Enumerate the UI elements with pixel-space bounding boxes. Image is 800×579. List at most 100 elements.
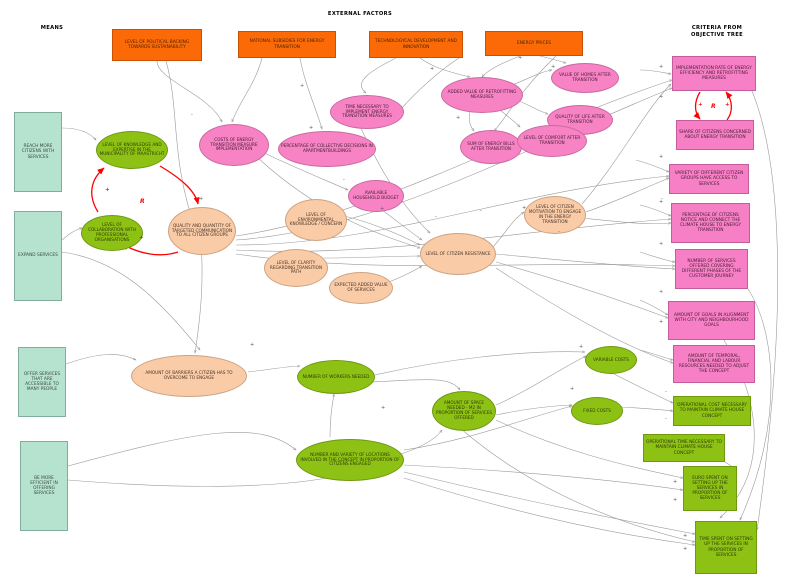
node-subsidies[interactable]: NATIONAL SUBSIDIES FOR ENERGY TRANSITION	[238, 31, 336, 58]
node-label: REACH MORE CITIZENS WITH SERVICES	[21, 144, 55, 160]
node-reachmore[interactable]: REACH MORE CITIZENS WITH SERVICES	[14, 112, 62, 192]
node-label: EXPAND SERVICES	[18, 253, 58, 259]
polarity-sign: +	[683, 546, 688, 552]
node-optime[interactable]: OPERATIONAL TIME NECESSARY TO MAINTAIN C…	[643, 434, 725, 462]
node-quality[interactable]: QUALITY AND QUANTITY OF TARGETED COMMUNI…	[168, 207, 236, 255]
node-label: IMPLEMENTATION RATE OF ENERGY EFFICIENCY…	[676, 65, 752, 82]
node-label: EXPECTED ADDED VALUE OF SERVICES	[334, 282, 388, 292]
node-sumenergy[interactable]: SUM OF ENERGY BILLS AFTER TRANSITION	[460, 130, 522, 164]
polarity-sign: -	[665, 416, 667, 422]
polarity-sign: +	[659, 319, 664, 325]
node-percnotice[interactable]: PERCENTAGE OF CITIZENS NOTICE AND CONNEC…	[671, 203, 750, 243]
node-label: NUMBER OF SERVICES OFFERED COVERING DIFF…	[681, 258, 742, 280]
node-label: LEVEL OF POLITICAL BACKING TOWARDS SUSTA…	[124, 39, 190, 50]
node-label: TECHNOLOGYCAL DEVELOPMENT AND INNOVATION	[375, 39, 457, 50]
node-label: FIXED COSTS	[583, 407, 611, 413]
node-label: AVAILABLE HOUSEHOLD BUDGET	[353, 190, 399, 200]
node-label: AMOUNT OF SPACE NEEDED - M2 IN PROPORTIO…	[435, 400, 493, 420]
node-label: LEVEL OF KNOWLEDGE AND EXPERTISE IN THE …	[99, 141, 165, 157]
node-valuehomes[interactable]: VALUE OF HOMES AFTER TRANSITION	[551, 63, 619, 93]
loop-marker-main: R	[140, 198, 145, 205]
node-collaboration[interactable]: LEVEL OF COLLABORATION WITH PROFESSIONAL…	[81, 215, 143, 251]
node-political[interactable]: LEVEL OF POLITICAL BACKING TOWARDS SUSTA…	[112, 29, 202, 61]
node-clarity[interactable]: LEVEL OF CLARITY REGARDING TRANSITION PA…	[264, 249, 328, 287]
node-label: LEVEL OF COLLABORATION WITH PROFESSIONAL…	[88, 222, 136, 242]
polarity-sign: +	[250, 342, 255, 348]
node-label: EURO SPENT ON SETTING UP THE SERVICES IN…	[692, 475, 728, 502]
node-variablecosts[interactable]: VARIABLE COSTS	[585, 346, 637, 374]
node-opcost[interactable]: OPERATIONAL COST NECESSARY TO MAINTAIN C…	[673, 396, 751, 426]
node-temporal[interactable]: AMOUNT OF TEMPORAL, FINANCIAL AND LABOUR…	[673, 345, 755, 383]
node-implrate[interactable]: IMPLEMENTATION RATE OF ENERGY EFFICIENCY…	[672, 56, 756, 91]
node-label: NUMBER AND VARIETY OF LOCATIONS INVOLVED…	[300, 451, 400, 467]
node-sharecitizens[interactable]: SHARE OF CITIZENS CONCERNED ABOUT ENERGY…	[676, 120, 754, 150]
polarity-sign: +	[300, 83, 305, 89]
node-label: SUM OF ENERGY BILLS AFTER TRANSITION	[467, 141, 515, 151]
node-label: ENERGY PRICES	[516, 40, 552, 46]
polarity-sign: -	[191, 112, 193, 118]
polarity-sign: +	[659, 199, 664, 205]
node-expand[interactable]: EXPAND SERVICES	[14, 211, 62, 301]
polarity-sign: +	[380, 206, 385, 212]
node-label: PERCENTAGE OF COLLECTIVE DECISIONS IN AP…	[281, 143, 373, 153]
node-label: ADDED VALUE OF RETROFITTING MEASURES	[447, 89, 517, 99]
node-numservices[interactable]: NUMBER OF SERVICES OFFERED COVERING DIFF…	[675, 249, 748, 289]
node-label: LEVEL OF COMFORT AFTER TRANSITION	[523, 135, 581, 145]
node-eurospent[interactable]: EURO SPENT ON SETTING UP THE SERVICES IN…	[683, 466, 737, 511]
node-label: NATIONAL SUBSIDIES FOR ENERGY TRANSITION	[249, 39, 325, 50]
node-costsenergy[interactable]: COSTS OF ENERGY TRANSITION MEASURE IMPLE…	[199, 124, 269, 166]
node-label: TIME SPENT ON SETTING UP THE SERVICES IN…	[699, 537, 753, 558]
section-title-external-factors: EXTERNAL FACTORS	[327, 11, 393, 17]
polarity-sign: +	[659, 94, 664, 100]
polarity-sign: +	[522, 205, 527, 211]
node-timespent[interactable]: TIME SPENT ON SETTING UP THE SERVICES IN…	[695, 521, 757, 574]
node-label: PERCENTAGE OF CITIZENS NOTICE AND CONNEC…	[680, 212, 741, 234]
node-resistance[interactable]: LEVEL OF CITIZEN RESISTANCE	[420, 233, 496, 275]
node-locations[interactable]: NUMBER AND VARIETY OF LOCATIONS INVOLVED…	[296, 439, 404, 481]
polarity-sign: -	[343, 177, 345, 183]
node-label: AMOUNT OF BARRIERS A CITIZEN HAS TO OVER…	[145, 370, 233, 380]
node-perccollective[interactable]: PERCENTAGE OF COLLECTIVE DECISIONS IN AP…	[278, 131, 376, 167]
node-expectedadded[interactable]: EXPECTED ADDED VALUE OF SERVICES	[329, 272, 393, 304]
polarity-sign: +	[551, 64, 556, 70]
node-label: NUMBER OF WORKERS NEEDED	[302, 373, 370, 379]
polarity-sign: +	[698, 102, 703, 108]
node-motivation[interactable]: LEVEL OF CITIZEN MOTIVATION TO ENGAGE IN…	[524, 196, 586, 234]
section-title-criteria: CRITERIA FROM OBJECTIVE TREE	[691, 25, 743, 38]
polarity-sign: +	[683, 533, 688, 539]
node-label: VALUE OF HOMES AFTER TRANSITION	[559, 72, 611, 82]
node-label: AMOUNT OF GOALS IN ALIGNMENT WITH CITY A…	[674, 312, 749, 329]
polarity-sign: -	[558, 229, 560, 235]
node-label: BE MORE EFFICIENT IN OFFERING SERVICES	[30, 475, 58, 497]
polarity-sign: +	[579, 344, 584, 350]
node-addedvalue[interactable]: ADDED VALUE OF RETROFITTING MEASURES	[441, 77, 523, 113]
node-label: LEVEL OF ENVIRONMENTAL KNOWLEDGE / CONCE…	[289, 211, 343, 227]
node-envknowledge[interactable]: LEVEL OF ENVIRONMENTAL KNOWLEDGE / CONCE…	[285, 199, 347, 241]
node-comfort[interactable]: LEVEL OF COMFORT AFTER TRANSITION	[517, 125, 587, 157]
node-label: TIME NECESSARY TO IMPLEMENT ENERGY TRANS…	[342, 103, 392, 119]
polarity-sign: +	[430, 66, 435, 72]
node-offer[interactable]: OFFER SERVICES THAT ARE ACCESSIBLE TO MA…	[18, 347, 66, 417]
node-variety[interactable]: VARIETY OF DIFFERENT CITIZEN GROUPS HAVE…	[669, 164, 749, 194]
node-timenecessary[interactable]: TIME NECESSARY TO IMPLEMENT ENERGY TRANS…	[330, 95, 404, 129]
node-efficient[interactable]: BE MORE EFFICIENT IN OFFERING SERVICES	[20, 441, 68, 531]
node-energyprices[interactable]: ENERGY PRICES	[485, 31, 583, 56]
node-space[interactable]: AMOUNT OF SPACE NEEDED - M2 IN PROPORTIO…	[432, 391, 496, 431]
node-label: COSTS OF ENERGY TRANSITION MEASURE IMPLE…	[210, 136, 258, 152]
node-label: VARIETY OF DIFFERENT CITIZEN GROUPS HAVE…	[674, 171, 744, 187]
node-workers[interactable]: NUMBER OF WORKERS NEEDED	[297, 360, 375, 394]
node-label: LEVEL OF CITIZEN RESISTANCE	[425, 250, 491, 256]
node-household[interactable]: AVAILABLE HOUSEHOLD BUDGET	[348, 180, 404, 212]
polarity-sign: +	[199, 196, 204, 202]
node-label: OFFER SERVICES THAT ARE ACCESSIBLE TO MA…	[23, 371, 61, 393]
node-goalsalign[interactable]: AMOUNT OF GOALS IN ALIGNMENT WITH CITY A…	[668, 301, 755, 340]
node-barriers[interactable]: AMOUNT OF BARRIERS A CITIZEN HAS TO OVER…	[131, 355, 247, 397]
node-label: AMOUNT OF TEMPORAL, FINANCIAL AND LABOUR…	[678, 353, 750, 375]
polarity-sign: +	[139, 235, 144, 241]
polarity-sign: +	[105, 187, 110, 193]
section-title-means: MEANS	[40, 25, 64, 31]
node-knowledge[interactable]: LEVEL OF KNOWLEDGE AND EXPERTISE IN THE …	[96, 131, 168, 169]
node-technology[interactable]: TECHNOLOGYCAL DEVELOPMENT AND INNOVATION	[369, 31, 463, 58]
polarity-sign: +	[381, 405, 386, 411]
node-fixedcosts[interactable]: FIXED COSTS	[571, 397, 623, 425]
